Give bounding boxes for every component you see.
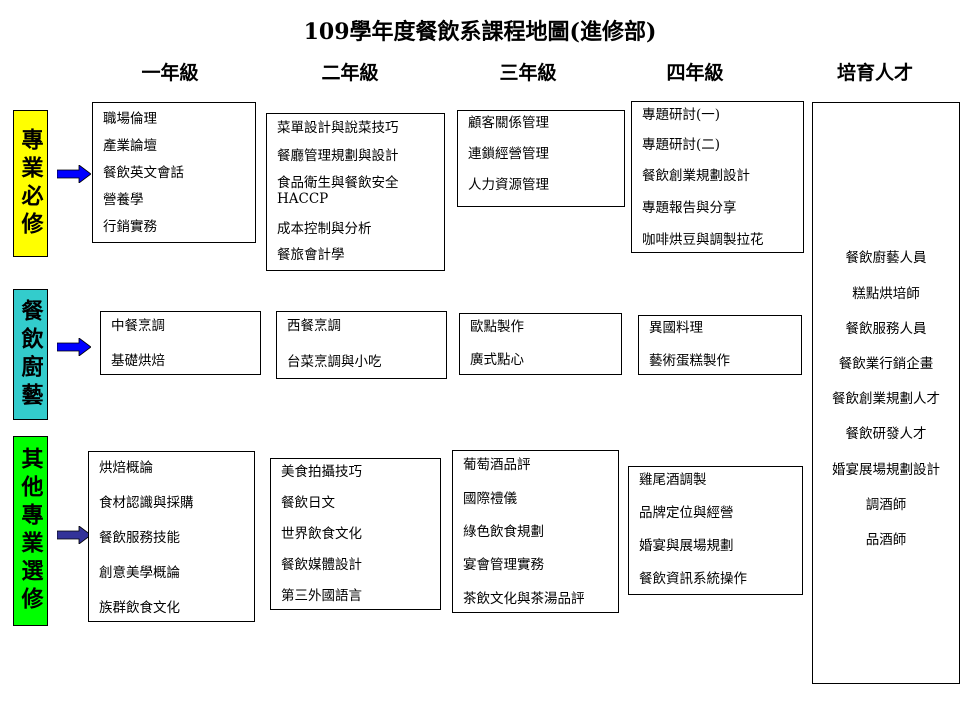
course-item: 專題研討(一) — [642, 107, 721, 123]
course-item: 葡萄酒品評 — [463, 457, 531, 473]
diagram-title: 109學年度餐飲系課程地圖(進修部) — [303, 19, 657, 45]
course-item: 餐飲日文 — [281, 495, 335, 511]
arrow-icon — [57, 165, 91, 183]
column-header-year4: 四年級 — [666, 62, 724, 84]
course-box-elective-year4: 雞尾酒調製 品牌定位與經營 婚宴與展場規劃 餐飲資訊系統操作 — [628, 466, 803, 595]
course-box-required-year2: 菜單設計與說菜技巧 餐廳管理規劃與設計 食品衛生與餐飲安全 HACCP 成本控制… — [266, 113, 445, 271]
talent-item: 餐飲創業規劃人才 — [832, 391, 940, 407]
course-item: 西餐烹調 — [287, 318, 341, 334]
course-item: 美食拍攝技巧 — [281, 464, 362, 480]
talent-item: 餐飲廚藝人員 — [845, 250, 927, 266]
course-item: 雞尾酒調製 — [639, 472, 707, 488]
category-elective-label: 其他專業選修 — [17, 447, 44, 615]
course-item: 烘焙概論 — [99, 460, 153, 476]
course-box-elective-year2: 美食拍攝技巧 餐飲日文 世界飲食文化 餐飲媒體設計 第三外國語言 — [270, 458, 441, 610]
course-item: 台菜烹調與小吃 — [287, 354, 382, 370]
course-box-culinary-year3: 歐點製作 廣式點心 — [459, 313, 622, 375]
course-item: 基礎烘焙 — [111, 353, 165, 369]
course-item: 餐飲服務技能 — [99, 530, 180, 546]
column-header-talents: 培育人才 — [836, 62, 913, 84]
course-item: 品牌定位與經營 — [639, 505, 734, 521]
course-item: 創意美學概論 — [99, 565, 180, 581]
category-culinary: 餐飲廚藝 — [13, 289, 48, 420]
course-item: 餐飲媒體設計 — [281, 557, 362, 573]
course-item: 綠色飲食規劃 — [463, 524, 544, 540]
course-item: 專題報告與分享 — [642, 200, 737, 216]
course-item: 專題研討(二) — [642, 137, 721, 153]
course-item: 餐飲資訊系統操作 — [639, 571, 747, 587]
course-item: 菜單設計與說菜技巧 — [277, 120, 399, 136]
course-item: 中餐烹調 — [111, 318, 165, 334]
category-required-label: 專業必修 — [17, 127, 44, 240]
course-item: 國際禮儀 — [463, 491, 517, 507]
course-item: 產業論壇 — [103, 138, 157, 154]
talent-item: 餐飲服務人員 — [845, 321, 927, 337]
category-elective: 其他專業選修 — [13, 436, 48, 626]
course-item: 餐飲英文會話 — [103, 165, 184, 181]
course-item: 藝術蛋糕製作 — [649, 353, 730, 369]
course-item: 行銷實務 — [103, 219, 157, 235]
course-item: 異國料理 — [649, 320, 703, 336]
course-box-required-year1: 職場倫理 產業論壇 餐飲英文會話 營養學 行銷實務 — [92, 102, 256, 243]
course-box-required-year3: 顧客關係管理 連鎖經營管理 人力資源管理 — [457, 110, 625, 207]
talent-item: 品酒師 — [865, 532, 907, 548]
course-item: 職場倫理 — [103, 111, 157, 127]
course-box-culinary-year1: 中餐烹調 基礎烘焙 — [100, 311, 261, 375]
talent-item: 調酒師 — [865, 497, 907, 513]
course-item: 成本控制與分析 — [277, 221, 372, 237]
course-item: 族群飲食文化 — [99, 600, 180, 616]
course-item: 歐點製作 — [470, 319, 524, 335]
talent-item: 婚宴展場規劃設計 — [832, 462, 940, 478]
course-box-elective-year1: 烘焙概論 食材認識與採購 餐飲服務技能 創意美學概論 族群飲食文化 — [88, 451, 255, 622]
column-header-year1: 一年級 — [141, 62, 199, 84]
talent-box: 餐飲廚藝人員 糕點烘培師 餐飲服務人員 餐飲業行銷企畫 餐飲創業規劃人才 餐飲研… — [812, 102, 960, 684]
course-box-elective-year3: 葡萄酒品評 國際禮儀 綠色飲食規劃 宴會管理實務 茶飲文化與茶湯品評 — [452, 450, 619, 613]
course-box-required-year4: 專題研討(一) 專題研討(二) 餐飲創業規劃設計 專題報告與分享 咖啡烘豆與調製… — [631, 101, 804, 253]
course-item: 食品衛生與餐飲安全 HACCP — [277, 175, 399, 207]
course-item: 餐旅會計學 — [277, 247, 345, 263]
talent-item: 糕點烘培師 — [852, 286, 920, 302]
course-item: 第三外國語言 — [281, 588, 362, 604]
talent-item: 餐飲研發人才 — [845, 426, 927, 442]
arrow-icon — [57, 526, 91, 544]
course-item: 營養學 — [103, 192, 144, 208]
course-item: 宴會管理實務 — [463, 557, 544, 573]
category-culinary-label: 餐飲廚藝 — [17, 298, 44, 411]
course-item: 世界飲食文化 — [281, 526, 362, 542]
course-box-culinary-year4: 異國料理 藝術蛋糕製作 — [638, 315, 802, 375]
course-item: 婚宴與展場規劃 — [639, 538, 734, 554]
course-item: 餐廳管理規劃與設計 — [277, 148, 399, 164]
course-item: 食材認識與採購 — [99, 495, 194, 511]
course-item: 咖啡烘豆與調製拉花 — [642, 232, 764, 248]
course-item: 顧客關係管理 — [468, 115, 549, 131]
course-item: 廣式點心 — [470, 352, 524, 368]
column-header-year2: 二年級 — [321, 62, 379, 84]
course-item: 餐飲創業規劃設計 — [642, 168, 750, 184]
course-item: 茶飲文化與茶湯品評 — [463, 591, 585, 607]
course-item: 人力資源管理 — [468, 177, 549, 193]
talent-item: 餐飲業行銷企畫 — [838, 356, 934, 372]
category-required: 專業必修 — [13, 110, 48, 257]
course-item: 連鎖經營管理 — [468, 146, 549, 162]
column-header-year3: 三年級 — [499, 62, 557, 84]
course-box-culinary-year2: 西餐烹調 台菜烹調與小吃 — [276, 311, 447, 379]
arrow-icon — [57, 338, 91, 356]
